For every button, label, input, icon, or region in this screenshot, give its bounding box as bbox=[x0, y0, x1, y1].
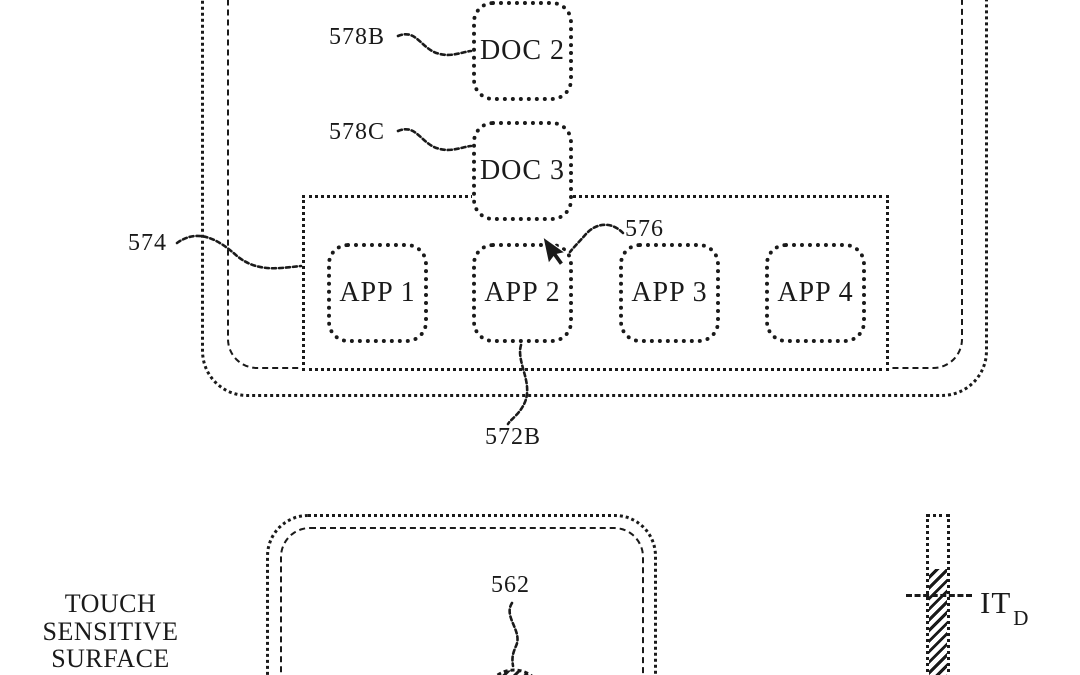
app1-label: APP 1 bbox=[339, 277, 416, 308]
app1-icon: APP 1 bbox=[327, 243, 428, 343]
touch-surface-caption-line2: SENSITIVE bbox=[42, 616, 179, 646]
doc2-icon: DOC 2 bbox=[472, 1, 573, 101]
ref-576: 576 bbox=[625, 216, 664, 242]
touch-surface-caption-line1: TOUCH bbox=[64, 589, 157, 618]
doc3-label: DOC 3 bbox=[479, 155, 566, 186]
ref-578c: 578C bbox=[329, 119, 386, 145]
doc2-label: DOC 2 bbox=[479, 35, 566, 66]
display-outer-frame bbox=[201, 0, 988, 397]
intensity-hatch-fill bbox=[929, 569, 947, 675]
doc3-icon: DOC 3 bbox=[472, 121, 573, 221]
ref-572b: 572B bbox=[485, 424, 542, 450]
ref-578b: 578B bbox=[329, 24, 386, 50]
app3-label: APP 3 bbox=[631, 277, 708, 308]
intensity-threshold-label: ITD bbox=[980, 585, 1028, 630]
touch-surface-outer-frame bbox=[266, 514, 657, 675]
touch-surface-caption-line3: SURFACE bbox=[51, 644, 170, 673]
app2-label: APP 2 bbox=[484, 277, 561, 308]
app2-icon: APP 2 bbox=[472, 243, 573, 343]
intensity-threshold-line bbox=[906, 594, 972, 597]
app3-icon: APP 3 bbox=[619, 243, 720, 343]
ref-574: 574 bbox=[128, 230, 167, 256]
ref-562: 562 bbox=[491, 572, 530, 598]
threshold-label-subscript: D bbox=[1013, 606, 1030, 631]
touch-surface-caption: TOUCH SENSITIVE SURFACE bbox=[18, 590, 203, 673]
app4-label: APP 4 bbox=[777, 277, 854, 308]
threshold-label-text: IT bbox=[980, 585, 1012, 620]
touch-surface-inner-frame bbox=[280, 527, 644, 675]
app4-icon: APP 4 bbox=[765, 243, 866, 343]
